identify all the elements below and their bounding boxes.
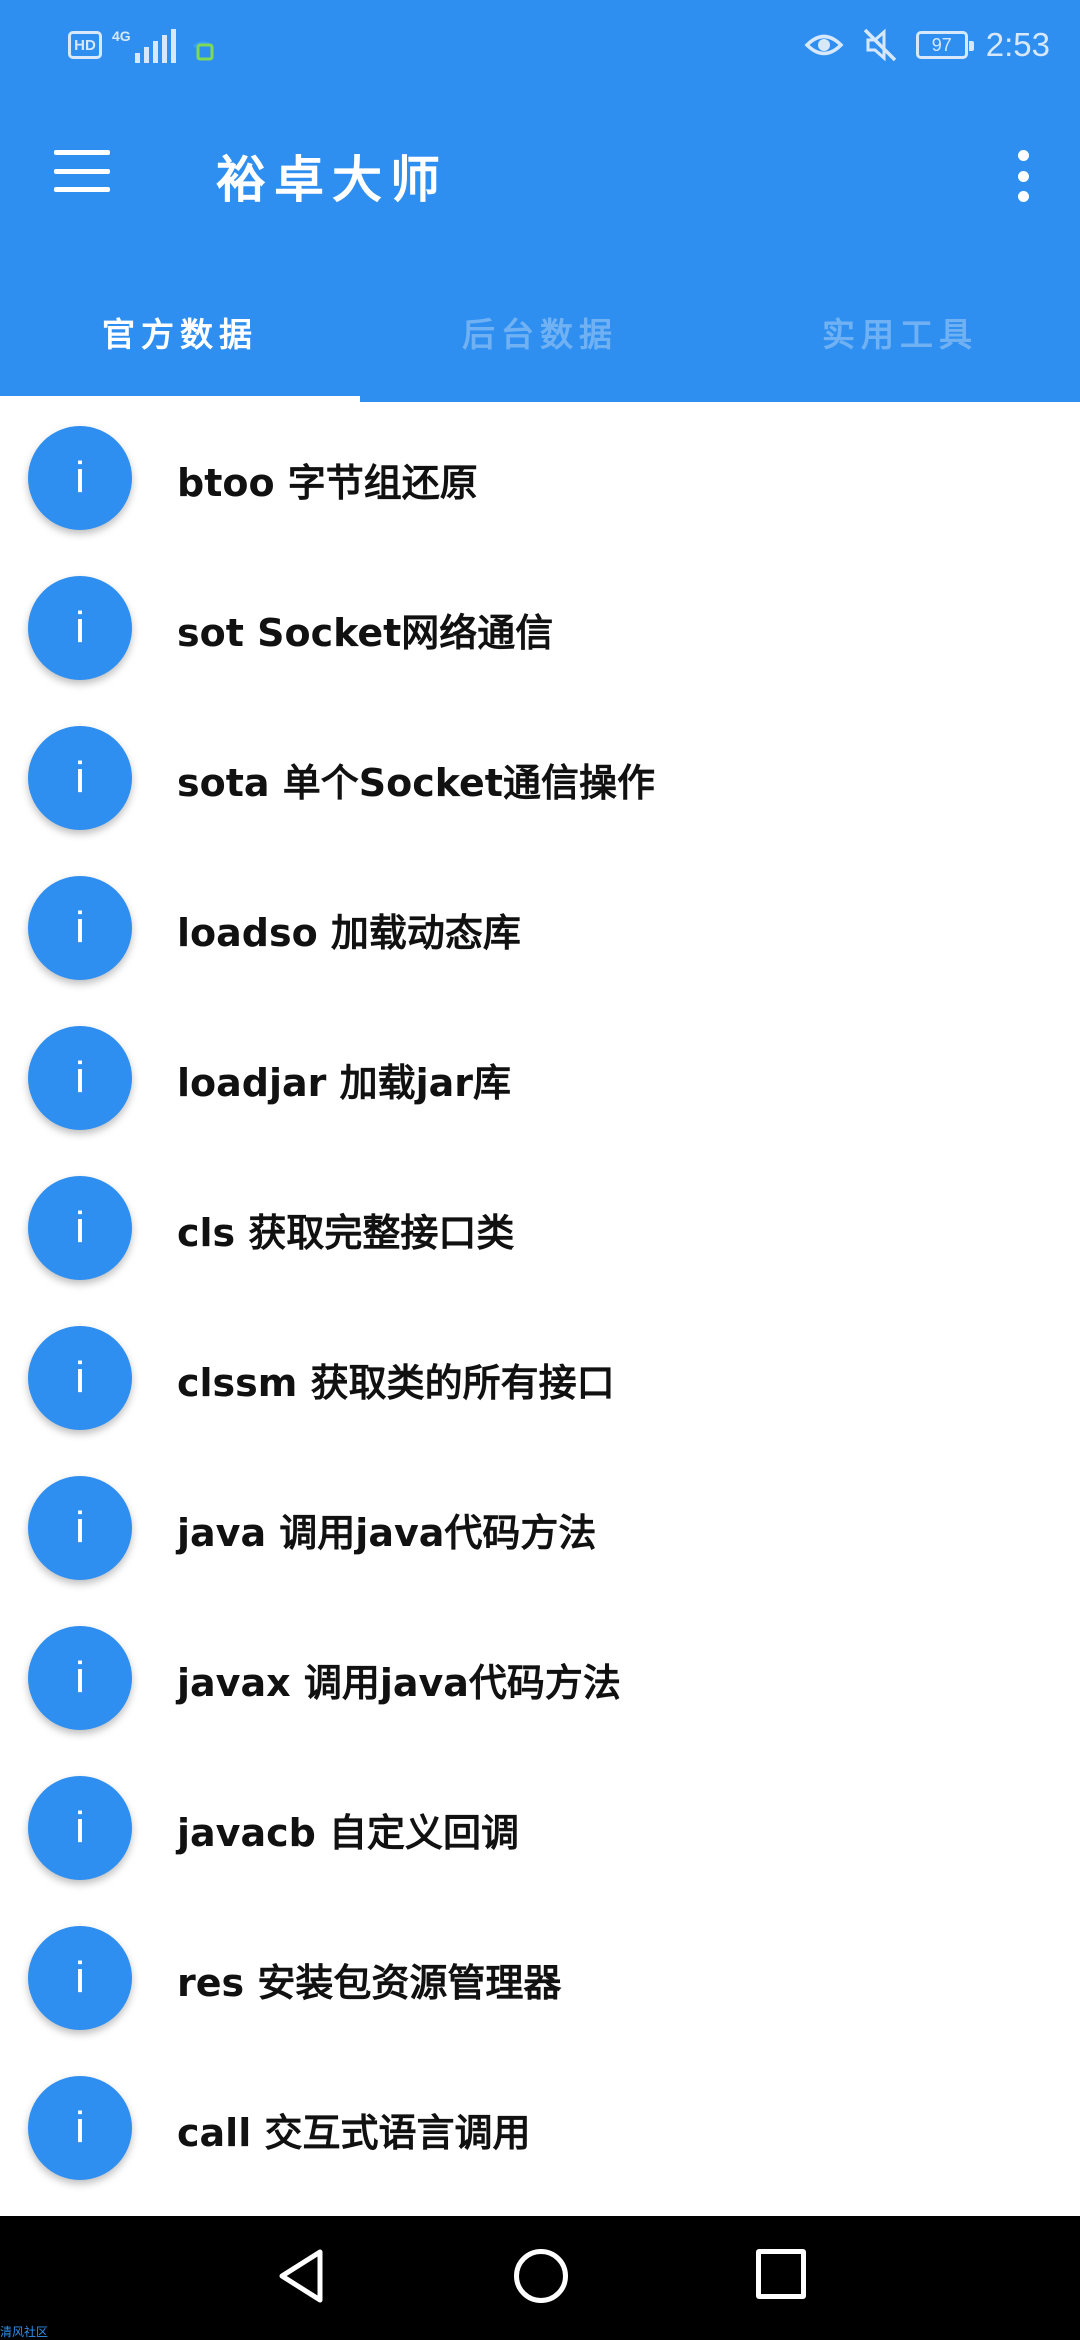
status-bar: HD 4G 97 2:53 [0,0,1080,90]
list-item-label: loadso 加载动态库 [177,911,521,955]
list-item[interactable]: i javax 调用java代码方法 [0,1602,1080,1752]
tab-bar: 官方数据 后台数据 实用工具 [0,280,1080,402]
app-bar-background [0,0,1080,402]
list-item[interactable]: i clssm 获取类的所有接口 [0,1302,1080,1452]
list-item-label: call 交互式语言调用 [177,2111,531,2155]
status-bar-right: 97 2:53 [804,20,1050,70]
home-icon[interactable] [514,2249,568,2303]
signal-icon: 4G [112,27,176,63]
list-item[interactable]: i sota 单个Socket通信操作 [0,702,1080,852]
hamburger-menu-icon[interactable] [52,146,112,196]
list-item-label: sot Socket网络通信 [177,611,554,655]
info-icon: i [28,426,132,530]
signal-bar [152,41,158,63]
mute-icon [863,28,897,62]
list-item-label: java 调用java代码方法 [177,1511,597,1555]
list-item-label: res 安装包资源管理器 [177,1961,562,2005]
signal-bar [170,29,176,63]
list-item[interactable]: i loadjar 加载jar库 [0,1002,1080,1152]
list-item[interactable]: i java 调用java代码方法 [0,1452,1080,1602]
signal-bar [143,47,149,63]
list-item-label: loadjar 加载jar库 [177,1061,512,1105]
tab-indicator [0,396,360,402]
list-item-label: javacb 自定义回调 [177,1811,520,1855]
list-item-label: cls 获取完整接口类 [177,1211,515,1255]
tab-official-data[interactable]: 官方数据 [102,315,258,354]
info-icon: i [28,1626,132,1730]
function-list: i btoo 字节组还原 i sot Socket网络通信 i sota 单个S… [0,402,1080,2202]
list-item-label: javax 调用java代码方法 [177,1661,621,1705]
info-icon: i [28,1926,132,2030]
status-time: 2:53 [985,26,1050,63]
battery-level: 97 [931,34,952,55]
list-item[interactable]: i sot Socket网络通信 [0,552,1080,702]
list-item-label: btoo 字节组还原 [177,461,478,505]
wifi-lock-icon [192,41,214,61]
list-item[interactable]: i res 安装包资源管理器 [0,1902,1080,2052]
list-item-label: clssm 获取类的所有接口 [177,1361,615,1405]
more-vert-icon[interactable] [998,146,1048,206]
info-icon: i [28,726,132,830]
tab-backend-data[interactable]: 后台数据 [462,315,618,354]
network-type-label: 4G [112,28,131,44]
list-item-label: sota 单个Socket通信操作 [177,761,655,805]
info-icon: i [28,1776,132,1880]
info-icon: i [28,1026,132,1130]
list-item[interactable]: i javacb 自定义回调 [0,1752,1080,1902]
recents-icon[interactable] [756,2249,806,2299]
list-item[interactable]: i call 交互式语言调用 [0,2052,1080,2202]
system-nav-bar [0,2216,1080,2340]
info-icon: i [28,576,132,680]
info-icon: i [28,1476,132,1580]
signal-bar [134,53,140,63]
list-item[interactable]: i cls 获取完整接口类 [0,1152,1080,1302]
status-bar-left: HD 4G [68,24,220,66]
info-icon: i [28,2076,132,2180]
info-icon: i [28,1326,132,1430]
battery-icon: 97 [915,31,974,59]
list-item[interactable]: i btoo 字节组还原 [0,402,1080,552]
watermark: 清风社区 [0,2325,49,2339]
back-icon[interactable] [272,2246,332,2306]
list-item[interactable]: i loadso 加载动态库 [0,852,1080,1002]
info-icon: i [28,876,132,980]
eye-icon [804,34,844,56]
app-title: 裕卓大师 [216,151,448,209]
app-toolbar: 裕卓大师 [0,110,1080,240]
signal-bar [161,35,167,63]
info-icon: i [28,1176,132,1280]
tab-utilities[interactable]: 实用工具 [822,315,978,354]
hd-icon: HD [68,31,102,59]
